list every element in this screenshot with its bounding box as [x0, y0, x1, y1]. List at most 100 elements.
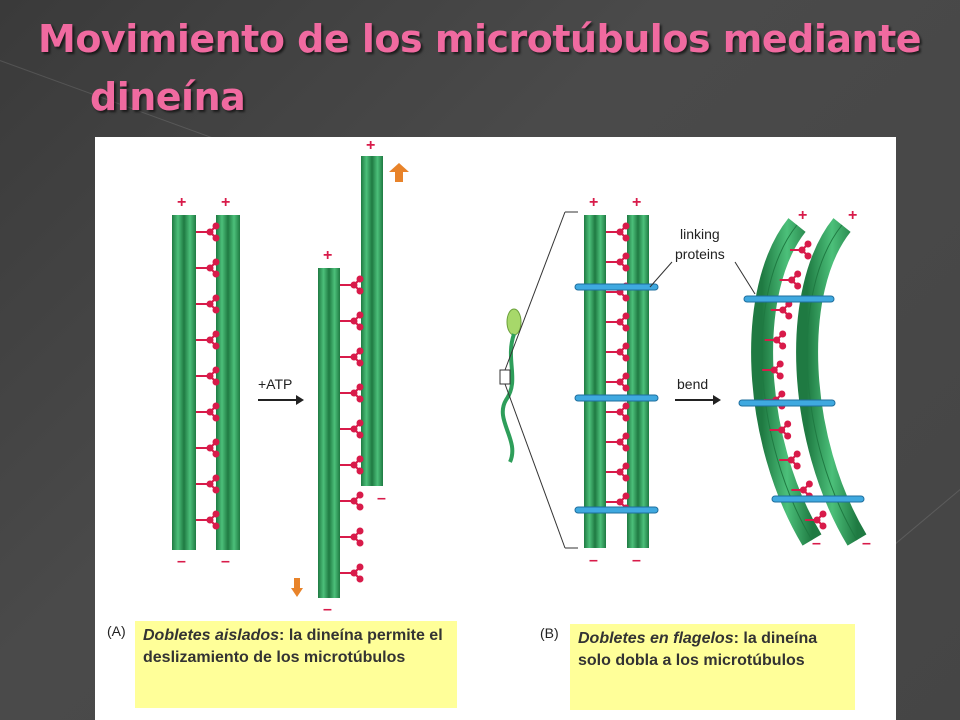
zoom-box [499, 369, 511, 385]
caption-text: : la dineína solo dobla a los microtúbul… [578, 630, 818, 669]
dynein-arm [340, 455, 364, 475]
dynein-arm [196, 222, 220, 242]
cell-body [506, 308, 522, 336]
dynein-arm [606, 342, 630, 362]
microtubule [627, 215, 638, 548]
dynein-arm [196, 294, 220, 314]
minus-end-label: – [221, 553, 230, 570]
dynein-arm [606, 492, 630, 512]
dynein-arm [769, 420, 792, 440]
microtubule [361, 156, 372, 486]
dynein-arm [196, 258, 220, 278]
caption-flagella-doublets: Dobletes en flagelos: la dineína solo do… [570, 624, 855, 710]
caption-term: Dobletes en flagelos [578, 630, 734, 647]
pointer-line [649, 261, 673, 288]
dynein-arm [606, 252, 630, 272]
title-line-2: dineína [90, 75, 246, 119]
minus-end-label: – [323, 601, 332, 618]
plus-end-label: + [798, 207, 807, 224]
dynein-arm [340, 275, 364, 295]
microtubule [584, 215, 595, 548]
dynein-arm [606, 372, 630, 392]
microtubule [318, 268, 329, 598]
dynein-arm [340, 383, 364, 403]
minus-end-label: – [632, 552, 641, 569]
dynein-arm [196, 438, 220, 458]
plus-end-label: + [632, 194, 641, 211]
dynein-arm [779, 270, 802, 290]
pointer-line [734, 261, 756, 295]
slide-title: Movimiento de los microtúbulos mediante … [38, 10, 938, 126]
title-line-1: Movimiento de los microtúbulos mediante [38, 17, 922, 61]
dynein-arm [606, 462, 630, 482]
flagellum-sketch [499, 211, 578, 549]
up-arrow-icon [389, 163, 409, 182]
microtubule [638, 215, 649, 548]
caption-text: : la dineína permite el deslizamiento de… [143, 627, 443, 666]
doublet-pair-bent: + + – – [738, 207, 871, 552]
zoom-line [504, 211, 566, 371]
dynein-arms [340, 275, 364, 583]
dynein-arm [196, 510, 220, 530]
dynein-arm [606, 222, 630, 242]
dynein-arm [791, 480, 813, 500]
doublet-pair-resting: + + – – [172, 194, 240, 570]
microtubule [595, 215, 606, 548]
dynein-arm [805, 510, 827, 530]
plus-end-label: + [848, 207, 857, 224]
microtubule [329, 268, 340, 598]
dynein-arm [340, 347, 364, 367]
microtubule [184, 215, 196, 550]
minus-end-label: – [377, 490, 386, 507]
dynein-arm [196, 366, 220, 386]
linking-proteins-label: proteins [675, 246, 725, 262]
linking-protein [574, 283, 659, 291]
plus-end-label: + [589, 194, 598, 211]
linking-protein [743, 295, 835, 303]
bend-arrow-head [713, 395, 721, 405]
plus-end-label: + [366, 137, 375, 154]
dynein-arm [762, 360, 784, 380]
dynein-diagram: + + – – +ATP + + – – [107, 137, 871, 641]
plus-end-label: + [177, 194, 186, 211]
linking-protein [574, 506, 659, 514]
microtubule [796, 218, 867, 546]
dynein-arm [606, 312, 630, 332]
dynein-arm [779, 450, 801, 470]
dynein-arm [196, 474, 220, 494]
microtubule [372, 156, 383, 486]
atp-label: +ATP [258, 376, 292, 392]
dynein-arms [196, 222, 220, 530]
linking-protein [771, 495, 865, 503]
panel-b-label: (B) [540, 625, 559, 641]
dynein-arm [340, 527, 364, 547]
doublet-pair-linked: + + – – [574, 194, 659, 569]
dynein-arm [196, 330, 220, 350]
atp-arrow-head [296, 395, 304, 405]
panel-a-label: (A) [107, 623, 126, 639]
dynein-arm [196, 402, 220, 422]
dynein-arm [606, 432, 630, 452]
doublet-pair-sliding: + + – – [291, 137, 409, 618]
microtubule [172, 215, 184, 550]
linking-protein [738, 399, 836, 407]
dynein-arm [340, 419, 364, 439]
dynein-arm [340, 563, 364, 583]
caption-term: Dobletes aislados [143, 627, 280, 644]
dynein-arm [764, 330, 787, 350]
dynein-arms [606, 222, 630, 512]
minus-end-label: – [862, 535, 871, 552]
zoom-line [504, 383, 566, 549]
dynein-arm [606, 402, 630, 422]
linking-protein [574, 394, 659, 402]
caption-isolated-doublets: Dobletes aislados: la dineína permite el… [135, 621, 457, 708]
minus-end-label: – [812, 535, 821, 552]
microtubule [228, 215, 240, 550]
dynein-arm [340, 311, 364, 331]
dynein-arms [762, 240, 827, 530]
down-arrow-icon [291, 578, 303, 597]
bend-label: bend [677, 376, 708, 392]
linking-proteins-label: linking [680, 226, 720, 242]
minus-end-label: – [177, 553, 186, 570]
plus-end-label: + [221, 194, 230, 211]
